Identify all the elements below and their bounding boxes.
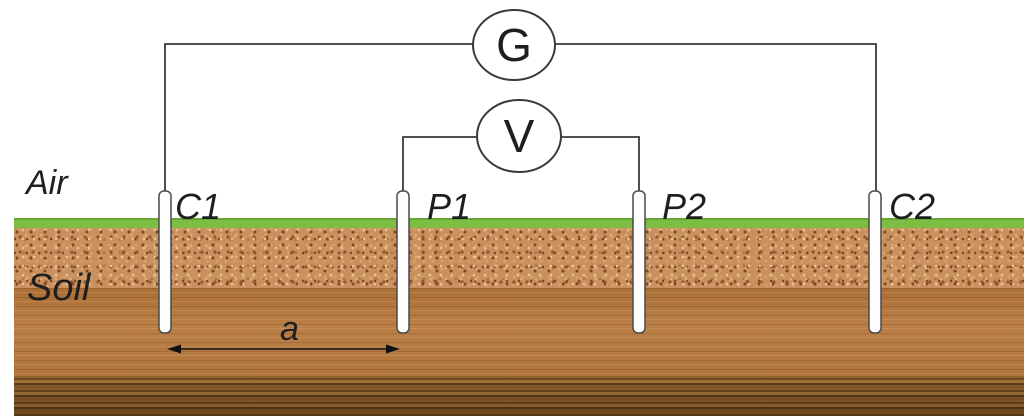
electrode-label-p1: P1 [427,186,472,227]
voltmeter-label: V [504,110,535,162]
spacing-label: a [280,310,299,348]
galvanometer-circle [472,9,556,81]
grass-strip [14,218,1024,228]
electrode-label-c1: C1 [175,186,222,227]
galvanometer-label: G [496,19,532,71]
air-region-label: Air [26,164,68,202]
topsoil-layer [14,288,1024,376]
wire-c1-to-galvanometer [164,43,473,196]
wire-galvanometer-to-c2 [555,43,877,196]
electrode-label-p2: P2 [662,186,707,227]
electrode-rod-p1 [396,190,410,334]
soil-region-label: Soil [27,267,91,309]
electrode-rod-c2 [868,190,882,334]
ground-block [14,218,1024,416]
subsoil-layer [14,376,1024,416]
sand-layer [14,228,1024,288]
voltmeter-circle [476,99,562,173]
electrode-rod-p2 [632,190,646,334]
spacing-arrow [167,344,400,354]
electrode-label-c2: C2 [889,186,936,227]
electrode-rod-c1 [158,190,172,334]
wire-voltmeter-to-p2 [561,136,640,196]
wire-p1-to-voltmeter [402,136,477,196]
